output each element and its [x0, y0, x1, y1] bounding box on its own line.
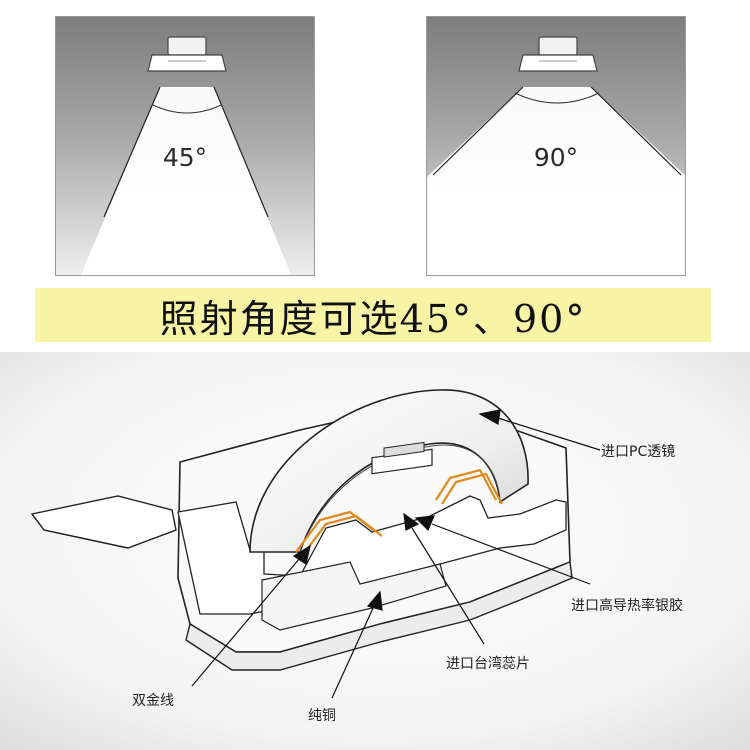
- beam-angle-label-90: 90°: [533, 143, 579, 172]
- banner-text: 照射角度可选45°、90°: [159, 296, 587, 341]
- beam-angle-45-panel: 45°: [55, 16, 315, 276]
- cone-edge-left: [103, 86, 161, 218]
- cone-edge-right: [213, 86, 269, 218]
- callout-copper: 纯铜: [308, 708, 336, 724]
- silver-glue-layer: [383, 441, 425, 458]
- pc-lens: [249, 389, 529, 553]
- lamp-fixture-icon: [147, 36, 227, 72]
- beam-angle-banner: 照射角度可选45°、90°: [35, 288, 711, 342]
- light-cone-90: [427, 87, 685, 275]
- copper-core: [261, 561, 447, 631]
- cone-edge-left: [432, 86, 524, 176]
- lens-inner-edge: [299, 444, 501, 553]
- angle-arc-45: [152, 104, 222, 114]
- beam-90-illustration: [427, 36, 685, 275]
- gold-wires: [295, 468, 503, 557]
- leader-lines: [191, 409, 601, 699]
- cone-edge-right: [590, 86, 682, 176]
- angle-arc-90: [514, 92, 600, 104]
- beam-45-illustration: [80, 36, 292, 275]
- lamp-fixture-icon: [518, 36, 598, 72]
- beam-angle-90-panel: 90°: [426, 16, 686, 276]
- light-cone-45: [80, 87, 292, 275]
- housing-front-face: [185, 561, 573, 671]
- callout-silver-glue: 进口高导热率银胶: [571, 598, 683, 614]
- callout-pc-lens: 进口PC透镜: [601, 444, 676, 460]
- callout-gold-wire: 双金线: [132, 693, 174, 709]
- led-cross-section-diagram: [0, 352, 750, 750]
- callout-chip: 进口台湾蕊片: [446, 656, 530, 672]
- beam-angle-label-45: 45°: [162, 143, 208, 172]
